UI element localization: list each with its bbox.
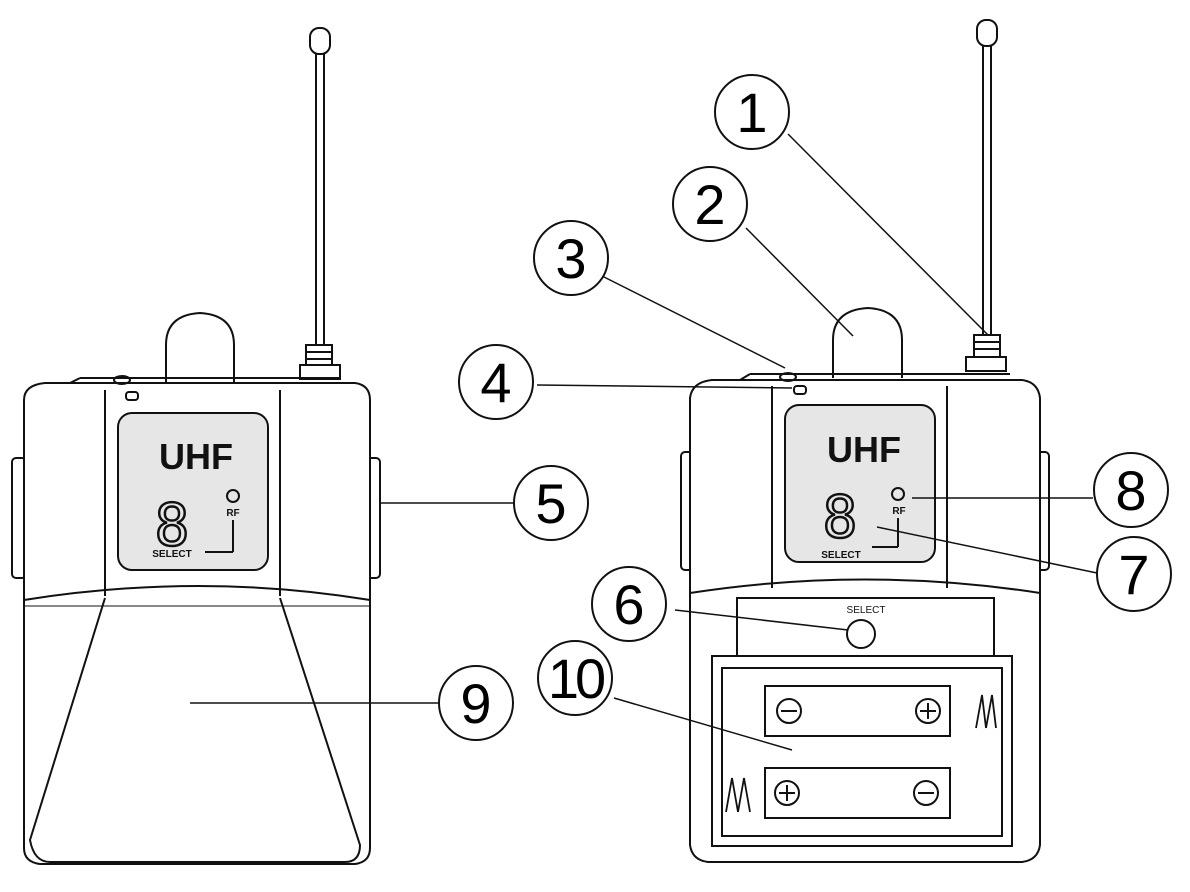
battery-bottom-plus-icon	[774, 780, 800, 806]
left-unit	[11, 27, 381, 865]
battery-spring-top	[975, 694, 997, 729]
callout-6-circle	[591, 566, 667, 642]
callout-circles	[438, 74, 1172, 741]
left-led	[125, 391, 139, 401]
callout-9-circle	[438, 665, 514, 741]
callout-1-circle	[714, 74, 790, 150]
right-unit	[680, 19, 1050, 863]
callout-2-circle	[672, 166, 748, 242]
battery-bottom	[764, 767, 951, 819]
left-channel-display: 8	[153, 490, 190, 561]
right-rf-indicator	[872, 487, 905, 548]
left-channel-digit: 8	[155, 491, 190, 559]
callout-6: 6	[613, 573, 644, 636]
callout-4: 4	[480, 351, 511, 414]
battery-spring-bottom	[725, 777, 751, 813]
right-select-button-label: SELECT	[847, 605, 886, 616]
right-select-label: SELECT	[821, 550, 860, 561]
callout-7-circle	[1096, 536, 1172, 612]
left-input-jack	[113, 375, 131, 385]
callout-10-circle	[537, 640, 613, 716]
left-screen-title: UHF	[159, 436, 233, 477]
callout-4-circle	[458, 344, 534, 420]
battery-compartment-outer	[711, 655, 1013, 847]
callout-9: 9	[460, 672, 491, 735]
right-top-knob	[832, 306, 903, 378]
callout-1: 1	[736, 81, 767, 144]
callout-10: 10	[548, 647, 604, 710]
callout-leaders	[190, 133, 1098, 751]
callout-numbers: 1 2 3 4 5 6 7 8 9 10	[460, 81, 1149, 735]
left-rf-label: RF	[226, 508, 239, 519]
battery-top-minus-icon	[776, 698, 802, 724]
right-screen-title: UHF	[827, 429, 901, 470]
left-top-knob	[165, 311, 235, 385]
right-input-jack	[779, 372, 797, 382]
callout-8-circle	[1093, 452, 1169, 528]
battery-top-plus-icon	[915, 698, 941, 724]
battery-compartment-inner	[721, 667, 1003, 837]
callout-8: 8	[1115, 459, 1146, 522]
battery-bottom-minus-icon	[913, 780, 939, 806]
left-body	[23, 382, 371, 865]
left-rf-indicator	[205, 489, 240, 553]
callout-3: 3	[555, 227, 586, 290]
callout-2: 2	[694, 173, 725, 236]
right-antenna	[965, 19, 1007, 372]
right-rf-label: RF	[892, 506, 905, 517]
callout-5-circle	[513, 465, 589, 541]
callout-5: 5	[535, 472, 566, 535]
callout-3-circle	[533, 220, 609, 296]
left-select-label: SELECT	[152, 549, 191, 560]
right-select-button[interactable]	[846, 619, 876, 649]
left-lcd-screen	[117, 412, 269, 571]
battery-top	[764, 685, 951, 737]
right-channel-digit: 8	[823, 483, 858, 551]
right-led	[793, 385, 807, 395]
left-antenna	[299, 27, 341, 380]
callout-7: 7	[1118, 543, 1149, 606]
left-lower-panel	[28, 597, 362, 863]
